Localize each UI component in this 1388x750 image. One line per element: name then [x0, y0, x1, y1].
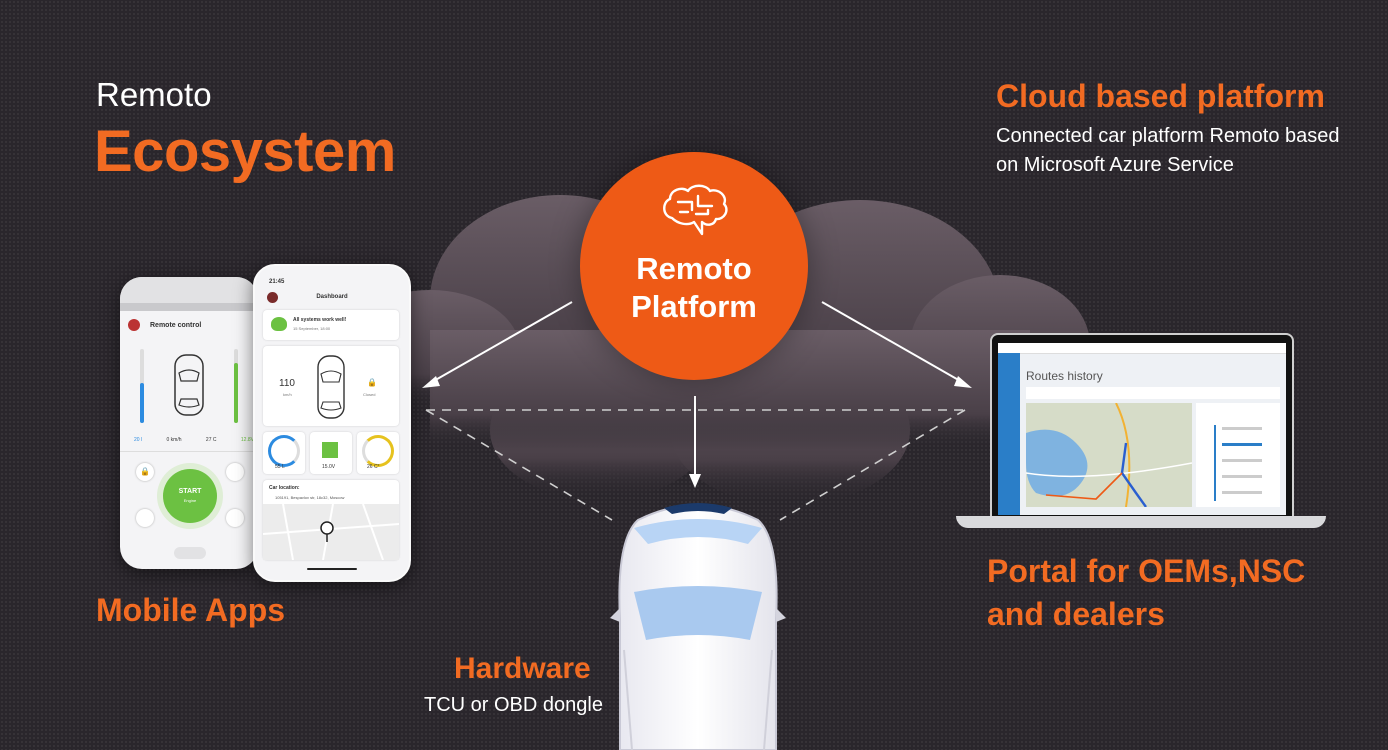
location-label: Car location: — [269, 485, 300, 491]
ecosystem-subtitle: Remoto — [96, 76, 212, 113]
laptop-screen: Routes history — [990, 333, 1294, 521]
stats-row: 20 l 0 km/h 27 C 12.8V — [134, 437, 254, 443]
portal-screen: Routes history — [998, 343, 1286, 515]
status-card[interactable]: All systems work well! 15 September, 18:… — [263, 310, 399, 340]
battery-gauge-card: 15.0V — [310, 432, 352, 474]
battery-gauge-value: 15.0V — [322, 464, 336, 470]
heart-icon — [271, 317, 287, 331]
cloud-platform-description: Connected car platform Remoto based on M… — [996, 125, 1340, 176]
stat-speed: 0 km/h — [166, 437, 182, 443]
route-list-panel — [1196, 403, 1280, 507]
fuel-gauge — [268, 435, 300, 467]
cloud-platform-title: Cloud based platform — [996, 78, 1325, 114]
portal-title: Portal for OEMs,NSC and dealers — [987, 553, 1306, 632]
battery-fill — [234, 363, 238, 423]
routes-history-title: Routes history — [1026, 369, 1103, 383]
phone-dashboard: 21:45 Dashboard All systems work well! 1… — [253, 264, 411, 582]
dashed-links — [425, 409, 966, 521]
remoto-platform-node: Remoto Platform — [580, 152, 808, 380]
brain-icon — [663, 184, 728, 236]
platform-label: Remoto Platform — [631, 251, 757, 324]
home-button[interactable] — [174, 547, 206, 559]
route-item-bar — [1222, 427, 1262, 430]
avatar — [267, 292, 278, 303]
temp-gauge-value: 26 C° — [367, 464, 380, 470]
start-sub-label: Engine — [183, 498, 197, 503]
stat-voltage: 12.8V — [240, 437, 254, 443]
phone-status-strip — [120, 303, 258, 311]
mobile-apps-title: Mobile Apps — [96, 592, 286, 628]
temp-gauge — [362, 435, 394, 467]
battery-icon — [322, 442, 338, 458]
fuel-gauge-card: 55 L — [263, 432, 305, 474]
location-icon[interactable] — [226, 463, 244, 481]
fuel-gauge-value: 55 L — [275, 464, 285, 470]
divider — [120, 451, 258, 452]
temp-gauge-card: 26 C° — [357, 432, 399, 474]
route-item-bar — [1222, 459, 1262, 462]
fuel-track — [140, 349, 144, 423]
car-top-icon — [174, 354, 204, 416]
route-timeline — [1214, 425, 1216, 501]
portal-topbar — [998, 343, 1286, 354]
stat-fuel: 20 l — [134, 437, 143, 443]
lock-icon[interactable]: 🔒 — [136, 463, 154, 481]
phone-remote-control: Remote control 20 l 0 km/h 27 C 12.8V ST… — [120, 277, 258, 569]
route-item-bar — [1222, 443, 1262, 446]
hardware-description: TCU or OBD dongle — [424, 694, 603, 716]
start-label: START — [178, 488, 202, 495]
laptop-base — [956, 516, 1326, 528]
battery-track — [234, 349, 238, 423]
location-card[interactable]: Car location: 105191, Bespavlov str, 18c… — [262, 480, 400, 561]
start-engine-button[interactable]: START Engine — [163, 469, 217, 523]
car-status-card: 110 km/h 🔒 Closed — [263, 346, 399, 426]
screen-title: Dashboard — [316, 294, 348, 300]
mileage-value: 110 — [279, 378, 295, 389]
fuel-fill — [140, 383, 144, 423]
car-icon[interactable] — [136, 509, 154, 527]
stat-temp: 27 C — [205, 437, 217, 443]
lights-icon[interactable] — [226, 509, 244, 527]
avatar — [128, 319, 140, 331]
status-time: 21:45 — [269, 279, 285, 285]
route-item-bar — [1222, 491, 1262, 494]
home-indicator — [307, 568, 357, 570]
map-roads — [262, 503, 400, 561]
hardware-title: Hardware — [454, 652, 591, 685]
route-item-bar — [1222, 475, 1262, 478]
car-hardware-icon — [610, 503, 786, 750]
status-date: 15 September, 18:00 — [293, 326, 331, 331]
route-map-graphic — [1026, 403, 1192, 507]
location-map[interactable] — [262, 503, 400, 561]
ecosystem-title: Ecosystem — [94, 119, 396, 184]
lock-icon: 🔒 — [367, 378, 377, 387]
portal-sidebar — [998, 353, 1020, 515]
portal-filter-bar — [1026, 387, 1280, 399]
route-map[interactable] — [1026, 403, 1192, 507]
phone-status-bar — [120, 277, 258, 303]
connector-arrows — [431, 301, 963, 478]
lock-state: Closed — [363, 392, 376, 397]
car-top-icon — [317, 355, 345, 419]
status-title: All systems work well! — [293, 317, 347, 323]
screen-title: Remote control — [150, 322, 202, 329]
mileage-unit: km/h — [283, 392, 292, 397]
location-address: 105191, Bespavlov str, 18c32, Moscow — [275, 495, 345, 500]
